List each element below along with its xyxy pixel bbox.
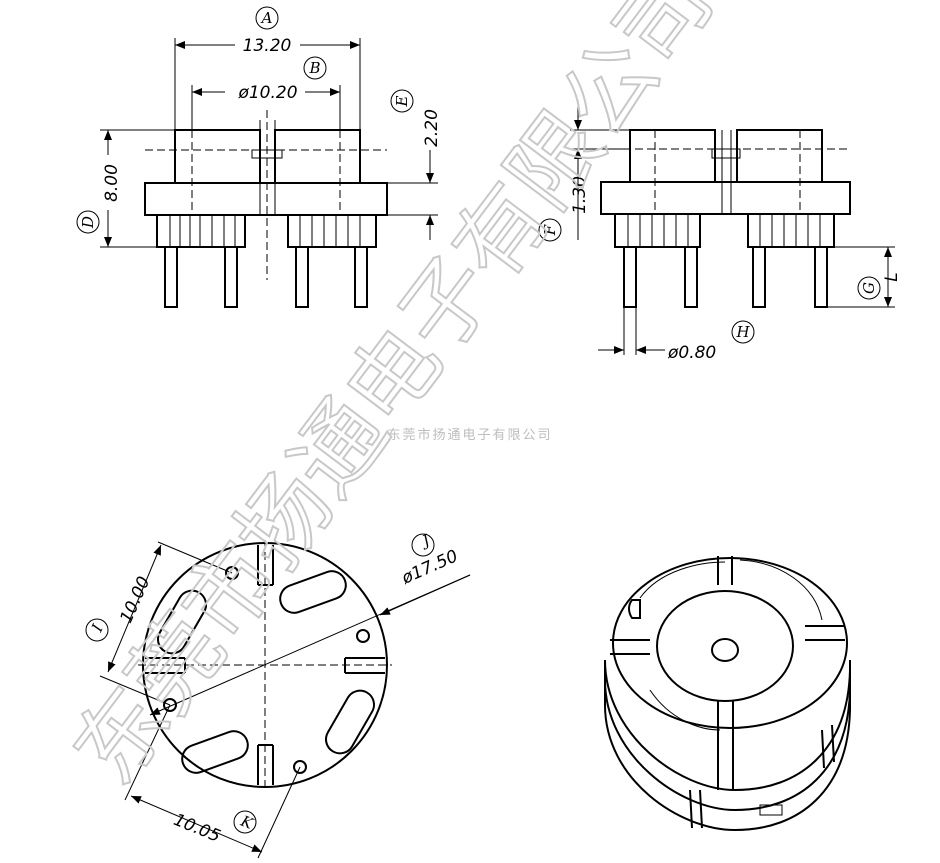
dimension-k-value: 10.05 xyxy=(171,810,224,847)
dimension-f: 1.30 F xyxy=(538,100,630,242)
side-view xyxy=(575,129,851,308)
dimension-e-value: 2.20 xyxy=(422,109,442,147)
dimension-d: 8.00 D xyxy=(76,129,175,248)
label-i: I xyxy=(88,621,108,636)
watermark-small: 东莞市扬通电子有限公司 xyxy=(387,427,552,443)
dimension-h: ø0.80 H xyxy=(598,307,755,363)
label-b: B xyxy=(308,59,320,77)
label-e: E xyxy=(393,95,411,107)
dimension-d-value: 8.00 xyxy=(102,164,122,202)
dimension-h-value: ø0.80 xyxy=(667,343,716,363)
dimension-a: 13.20 A xyxy=(174,6,361,130)
dimension-b: ø10.20 B xyxy=(191,56,341,130)
dimension-a-value: 13.20 xyxy=(243,36,292,56)
dimension-g: L G xyxy=(827,246,902,308)
dimension-e: 2.20 E xyxy=(387,89,442,240)
dimension-f-value: 1.30 xyxy=(570,176,590,214)
dimension-g-value: L xyxy=(882,272,902,281)
label-g: G xyxy=(860,282,878,294)
isometric-view xyxy=(604,556,851,832)
watermark-large: 东莞市扬通电子有限公司 xyxy=(54,0,734,803)
front-view xyxy=(144,110,388,308)
dimension-b-value: ø10.20 xyxy=(237,83,297,103)
label-f: F xyxy=(541,224,559,236)
label-d: D xyxy=(79,216,97,229)
label-h: H xyxy=(735,323,750,341)
label-a: A xyxy=(260,9,273,27)
label-j: J xyxy=(417,531,433,552)
